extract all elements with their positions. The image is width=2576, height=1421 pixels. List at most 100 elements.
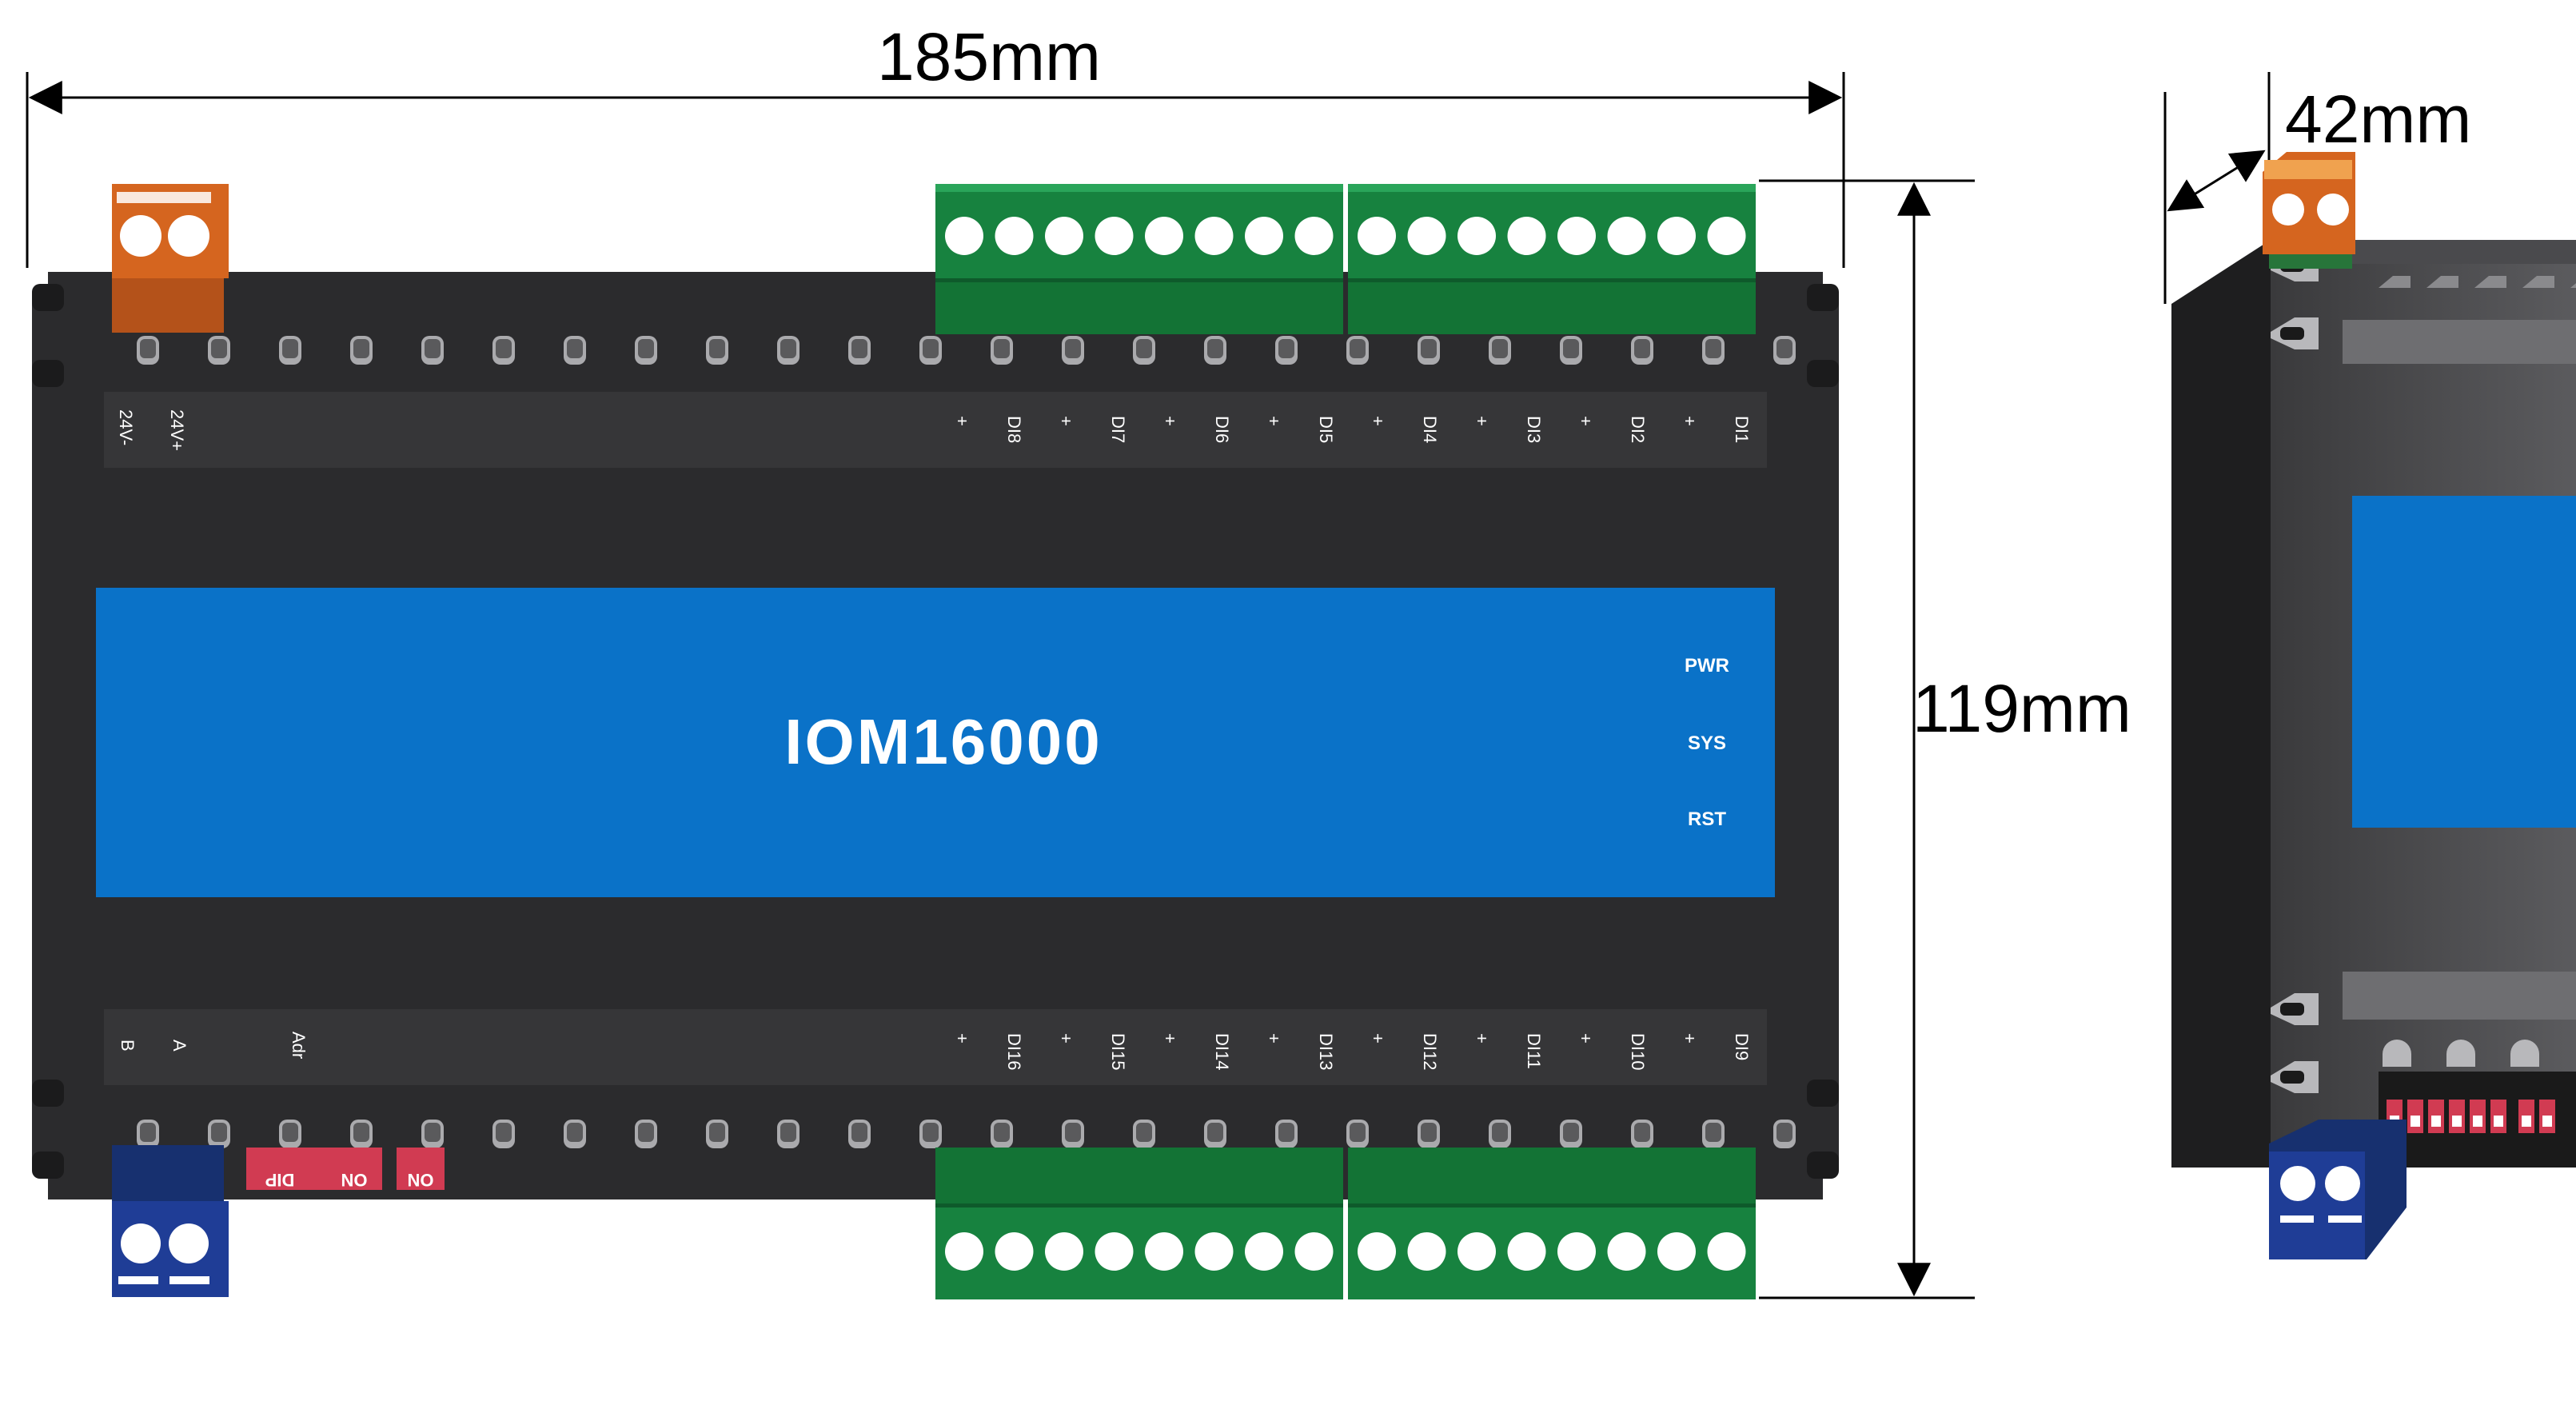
bottom-label-strip <box>104 1009 1767 1085</box>
indicator-pwr: PWR <box>1685 655 1729 677</box>
housing-notch <box>1807 284 1839 311</box>
label-24v-plus: 24V+ <box>167 409 187 451</box>
side-dip-switches <box>2387 1100 2555 1133</box>
terminal-label: + <box>952 416 972 426</box>
housing-notch <box>32 360 64 387</box>
terminal-screw <box>1607 217 1646 255</box>
side-screw <box>2383 1040 2411 1067</box>
terminal-screw <box>1657 1232 1696 1271</box>
terminal-label: DI12 <box>1420 1033 1440 1070</box>
terminal-label: + <box>1056 1033 1076 1044</box>
terminal-label: DI14 <box>1212 1033 1232 1070</box>
terminal-screw <box>1407 1232 1446 1271</box>
terminal-label: + <box>1264 416 1284 426</box>
dip-label: DIP <box>265 1170 295 1190</box>
housing-notch <box>32 284 64 311</box>
terminal-label: + <box>1576 1033 1596 1044</box>
model-name: IOM16000 <box>784 706 1103 777</box>
width-label: 185mm <box>877 19 1101 94</box>
terminal-screw <box>1507 217 1546 255</box>
dip-on-label-2: ON <box>408 1170 434 1190</box>
housing-notch <box>1807 1152 1839 1179</box>
label-24v-minus: 24V- <box>116 409 136 445</box>
housing-notches <box>32 284 1839 1179</box>
terminal-label: + <box>1472 1033 1492 1044</box>
side-terminal-orange <box>2263 152 2355 269</box>
top-screw-row <box>137 336 1796 365</box>
terminal-screw <box>1707 1232 1746 1271</box>
terminal-label: DI7 <box>1108 416 1128 443</box>
side-view: 42mm <box>2163 72 2576 1259</box>
terminal-label: DI1 <box>1732 416 1752 443</box>
dip-on-label-1: ON <box>341 1170 368 1190</box>
terminal-screw <box>1145 1232 1183 1271</box>
terminal-label: + <box>1160 1033 1180 1044</box>
top-power-labels: 24V- 24V+ <box>116 409 187 451</box>
terminal-screw <box>1457 1232 1496 1271</box>
housing-notch <box>32 1080 64 1107</box>
terminal-screw <box>1194 217 1234 255</box>
terminal-screw <box>1557 1232 1596 1271</box>
terminal-label: DI16 <box>1004 1033 1024 1070</box>
indicator-rst: RST <box>1688 808 1726 830</box>
terminal-screw <box>1145 217 1183 255</box>
terminal-label: + <box>1472 416 1492 426</box>
width-dimension: 185mm <box>26 19 1845 268</box>
side-label-panel <box>2352 496 2576 828</box>
terminal-screw <box>1245 217 1283 255</box>
label-bus-a: A <box>169 1040 189 1052</box>
indicator-sys: SYS <box>1688 732 1726 754</box>
terminal-screw <box>945 217 983 255</box>
terminal-label: + <box>952 1033 972 1044</box>
terminal-label: + <box>1680 416 1700 426</box>
terminal-screw <box>945 1232 983 1271</box>
bus-terminal-blue <box>112 1145 229 1297</box>
terminal-screw <box>1095 217 1134 255</box>
terminal-label: DI15 <box>1108 1033 1128 1070</box>
bottom-terminal-labels: +DI16+DI15+DI14+DI13+DI12+DI11+DI10+DI9 <box>952 1033 1752 1070</box>
terminal-label: + <box>1160 416 1180 426</box>
terminal-label: + <box>1680 1033 1700 1044</box>
housing-notch <box>1807 360 1839 387</box>
blue-terminal-screw-1 <box>121 1223 161 1263</box>
power-terminal-orange <box>112 184 229 333</box>
terminal-screw <box>1657 217 1696 255</box>
terminal-label: DI4 <box>1420 416 1440 443</box>
housing-notch <box>1807 1080 1839 1107</box>
terminal-screw <box>1245 1232 1283 1271</box>
terminal-label: + <box>1368 416 1388 426</box>
top-terminal-labels: +DI8+DI7+DI6+DI5+DI4+DI3+DI2+DI1 <box>952 416 1752 443</box>
side-screw <box>2446 1040 2475 1067</box>
terminal-label: DI3 <box>1524 416 1544 443</box>
bottom-screw-row <box>137 1120 1796 1148</box>
housing-notch <box>32 1152 64 1179</box>
terminal-screw <box>1607 1232 1646 1271</box>
terminal-label: + <box>1264 1033 1284 1044</box>
orange-terminal-screw-1 <box>120 215 161 257</box>
green-terminal-block <box>1348 1148 1756 1203</box>
dip-switch-1 <box>246 1148 382 1190</box>
terminal-label: DI6 <box>1212 416 1232 443</box>
terminal-label: + <box>1576 416 1596 426</box>
terminal-screw <box>1358 1232 1396 1271</box>
height-label: 119mm <box>1912 671 2131 746</box>
blue-terminal-screw-2 <box>169 1223 209 1263</box>
terminal-label: + <box>1056 416 1076 426</box>
height-dimension: 119mm <box>1759 179 2131 1299</box>
terminal-screw <box>1407 217 1446 255</box>
terminal-screw <box>1095 1232 1134 1271</box>
terminal-screw <box>1194 1232 1234 1271</box>
front-view: IOM16000 PWR SYS RST 24V- 24V+ +DI8+DI7+… <box>32 184 1839 1299</box>
terminal-screw <box>1045 217 1083 255</box>
bottom-bus-labels: B A Adr <box>118 1032 309 1059</box>
terminal-screw <box>1294 217 1334 255</box>
terminal-screw <box>995 1232 1034 1271</box>
terminal-label: DI9 <box>1732 1033 1752 1060</box>
terminal-label: DI10 <box>1628 1033 1648 1070</box>
side-top-ridges <box>2379 276 2576 288</box>
side-screw <box>2510 1040 2539 1067</box>
terminal-screw <box>1557 217 1596 255</box>
terminal-label: DI13 <box>1316 1033 1336 1070</box>
